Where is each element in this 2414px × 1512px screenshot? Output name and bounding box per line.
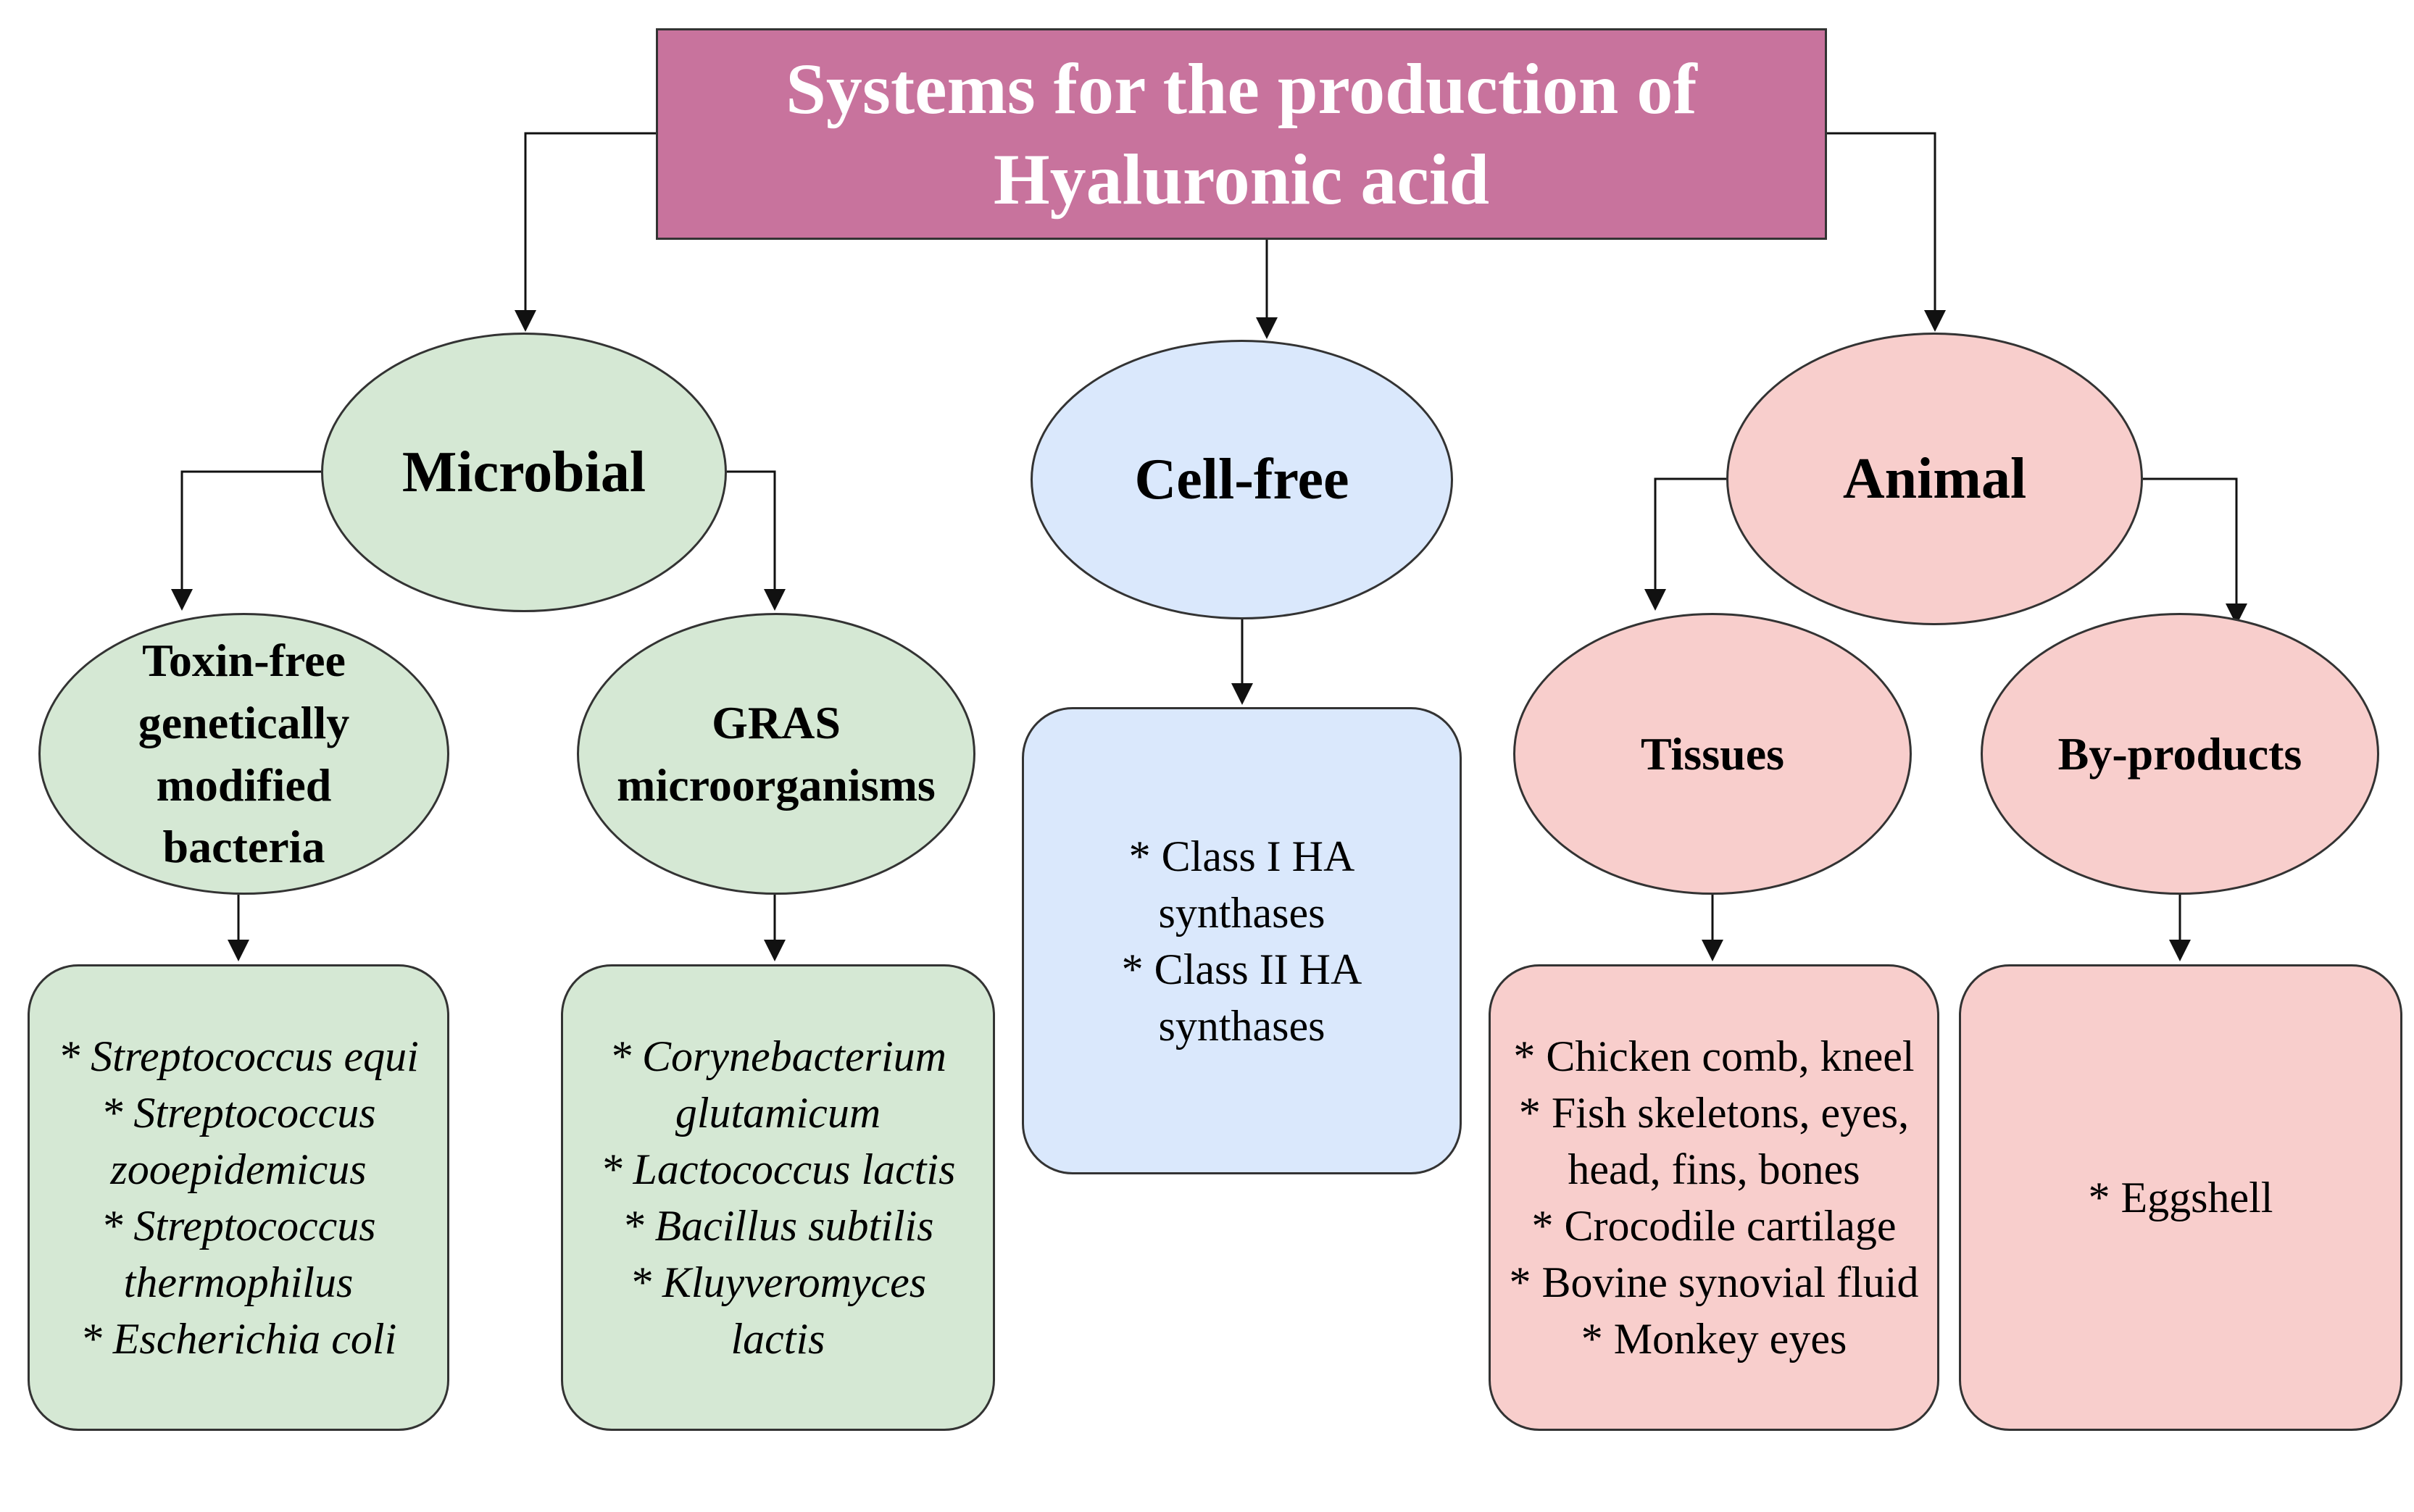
gras-line-2: microorganisms bbox=[617, 759, 936, 811]
edge-animal-byproducts bbox=[2143, 477, 2247, 625]
gras-item: * Bacillus subtilis bbox=[622, 1202, 934, 1250]
toxin-free-item: thermophilus bbox=[123, 1258, 354, 1306]
tissues-label: Tissues bbox=[1640, 727, 1785, 780]
gras-item: lactis bbox=[731, 1315, 825, 1363]
tissues-item: * Crocodile cartilage bbox=[1531, 1202, 1897, 1250]
edge-microbial-toxinfree bbox=[171, 470, 321, 611]
gras-node: GRAS microorganisms bbox=[577, 613, 975, 895]
microbial-label: Microbial bbox=[401, 440, 646, 504]
tissues-item: head, fins, bones bbox=[1568, 1145, 1860, 1193]
by-products-list-box: * Eggshell bbox=[1959, 964, 2402, 1431]
toxin-free-line-1: Toxin-free bbox=[142, 635, 346, 686]
toxin-free-line-2: genetically bbox=[138, 696, 350, 748]
edge-title-animal bbox=[1827, 132, 1946, 332]
gras-item: * Corynebacterium bbox=[609, 1032, 946, 1080]
cell-free-item: * Class I HA bbox=[1128, 832, 1355, 880]
toxin-free-list-box: * Streptococcus equi * Streptococcus zoo… bbox=[28, 964, 449, 1431]
cell-free-label: Cell-free bbox=[1134, 447, 1349, 511]
cell-free-item: synthases bbox=[1158, 888, 1325, 937]
cell-free-node: Cell-free bbox=[1031, 340, 1453, 619]
toxin-free-item: * Streptococcus bbox=[101, 1089, 376, 1137]
by-products-item: * Eggshell bbox=[2088, 1174, 2273, 1221]
toxin-free-line-4: bacteria bbox=[162, 821, 325, 873]
gras-list-box: * Corynebacterium glutamicum * Lactococc… bbox=[561, 964, 995, 1431]
edge-microbial-gras bbox=[727, 470, 786, 611]
title-line-1: Systems for the production of bbox=[786, 49, 1697, 129]
by-products-label: By-products bbox=[2057, 727, 2302, 780]
cell-free-item: synthases bbox=[1158, 1001, 1325, 1050]
animal-label: Animal bbox=[1842, 446, 2027, 511]
microbial-node: Microbial bbox=[321, 333, 727, 612]
toxin-free-line-3: modified bbox=[156, 759, 332, 811]
edge-title-microbial bbox=[515, 132, 656, 332]
toxin-free-node: Toxin-free genetically modified bacteria bbox=[38, 613, 449, 895]
tissues-item: * Fish skeletons, eyes, bbox=[1518, 1089, 1910, 1137]
edge-animal-tissues bbox=[1644, 477, 1726, 611]
toxin-free-item: * Streptococcus bbox=[101, 1202, 376, 1250]
gras-item: * Kluyveromyces bbox=[629, 1258, 927, 1306]
tissues-node: Tissues bbox=[1513, 613, 1912, 895]
gras-item: glutamicum bbox=[675, 1089, 881, 1137]
tissues-item: * Bovine synovial fluid bbox=[1509, 1258, 1919, 1306]
cell-free-list-box: * Class I HA synthases * Class II HA syn… bbox=[1022, 707, 1462, 1174]
cell-free-item: * Class II HA bbox=[1121, 945, 1362, 993]
tissues-item: * Monkey eyes bbox=[1581, 1315, 1847, 1363]
toxin-free-item: * Escherichia coli bbox=[80, 1315, 397, 1363]
diagram-title: Systems for the production of Hyaluronic… bbox=[656, 28, 1827, 240]
title-line-2: Hyaluronic acid bbox=[993, 139, 1490, 220]
toxin-free-item: zooepidemicus bbox=[110, 1145, 367, 1193]
by-products-node: By-products bbox=[1981, 613, 2379, 895]
animal-node: Animal bbox=[1726, 333, 2143, 625]
tissues-item: * Chicken comb, kneel bbox=[1513, 1032, 1915, 1080]
tissues-list-box: * Chicken comb, kneel * Fish skeletons, … bbox=[1489, 964, 1939, 1431]
gras-item: * Lactococcus lactis bbox=[600, 1145, 956, 1193]
toxin-free-item: * Streptococcus equi bbox=[58, 1032, 419, 1080]
gras-line-1: GRAS bbox=[712, 696, 841, 748]
